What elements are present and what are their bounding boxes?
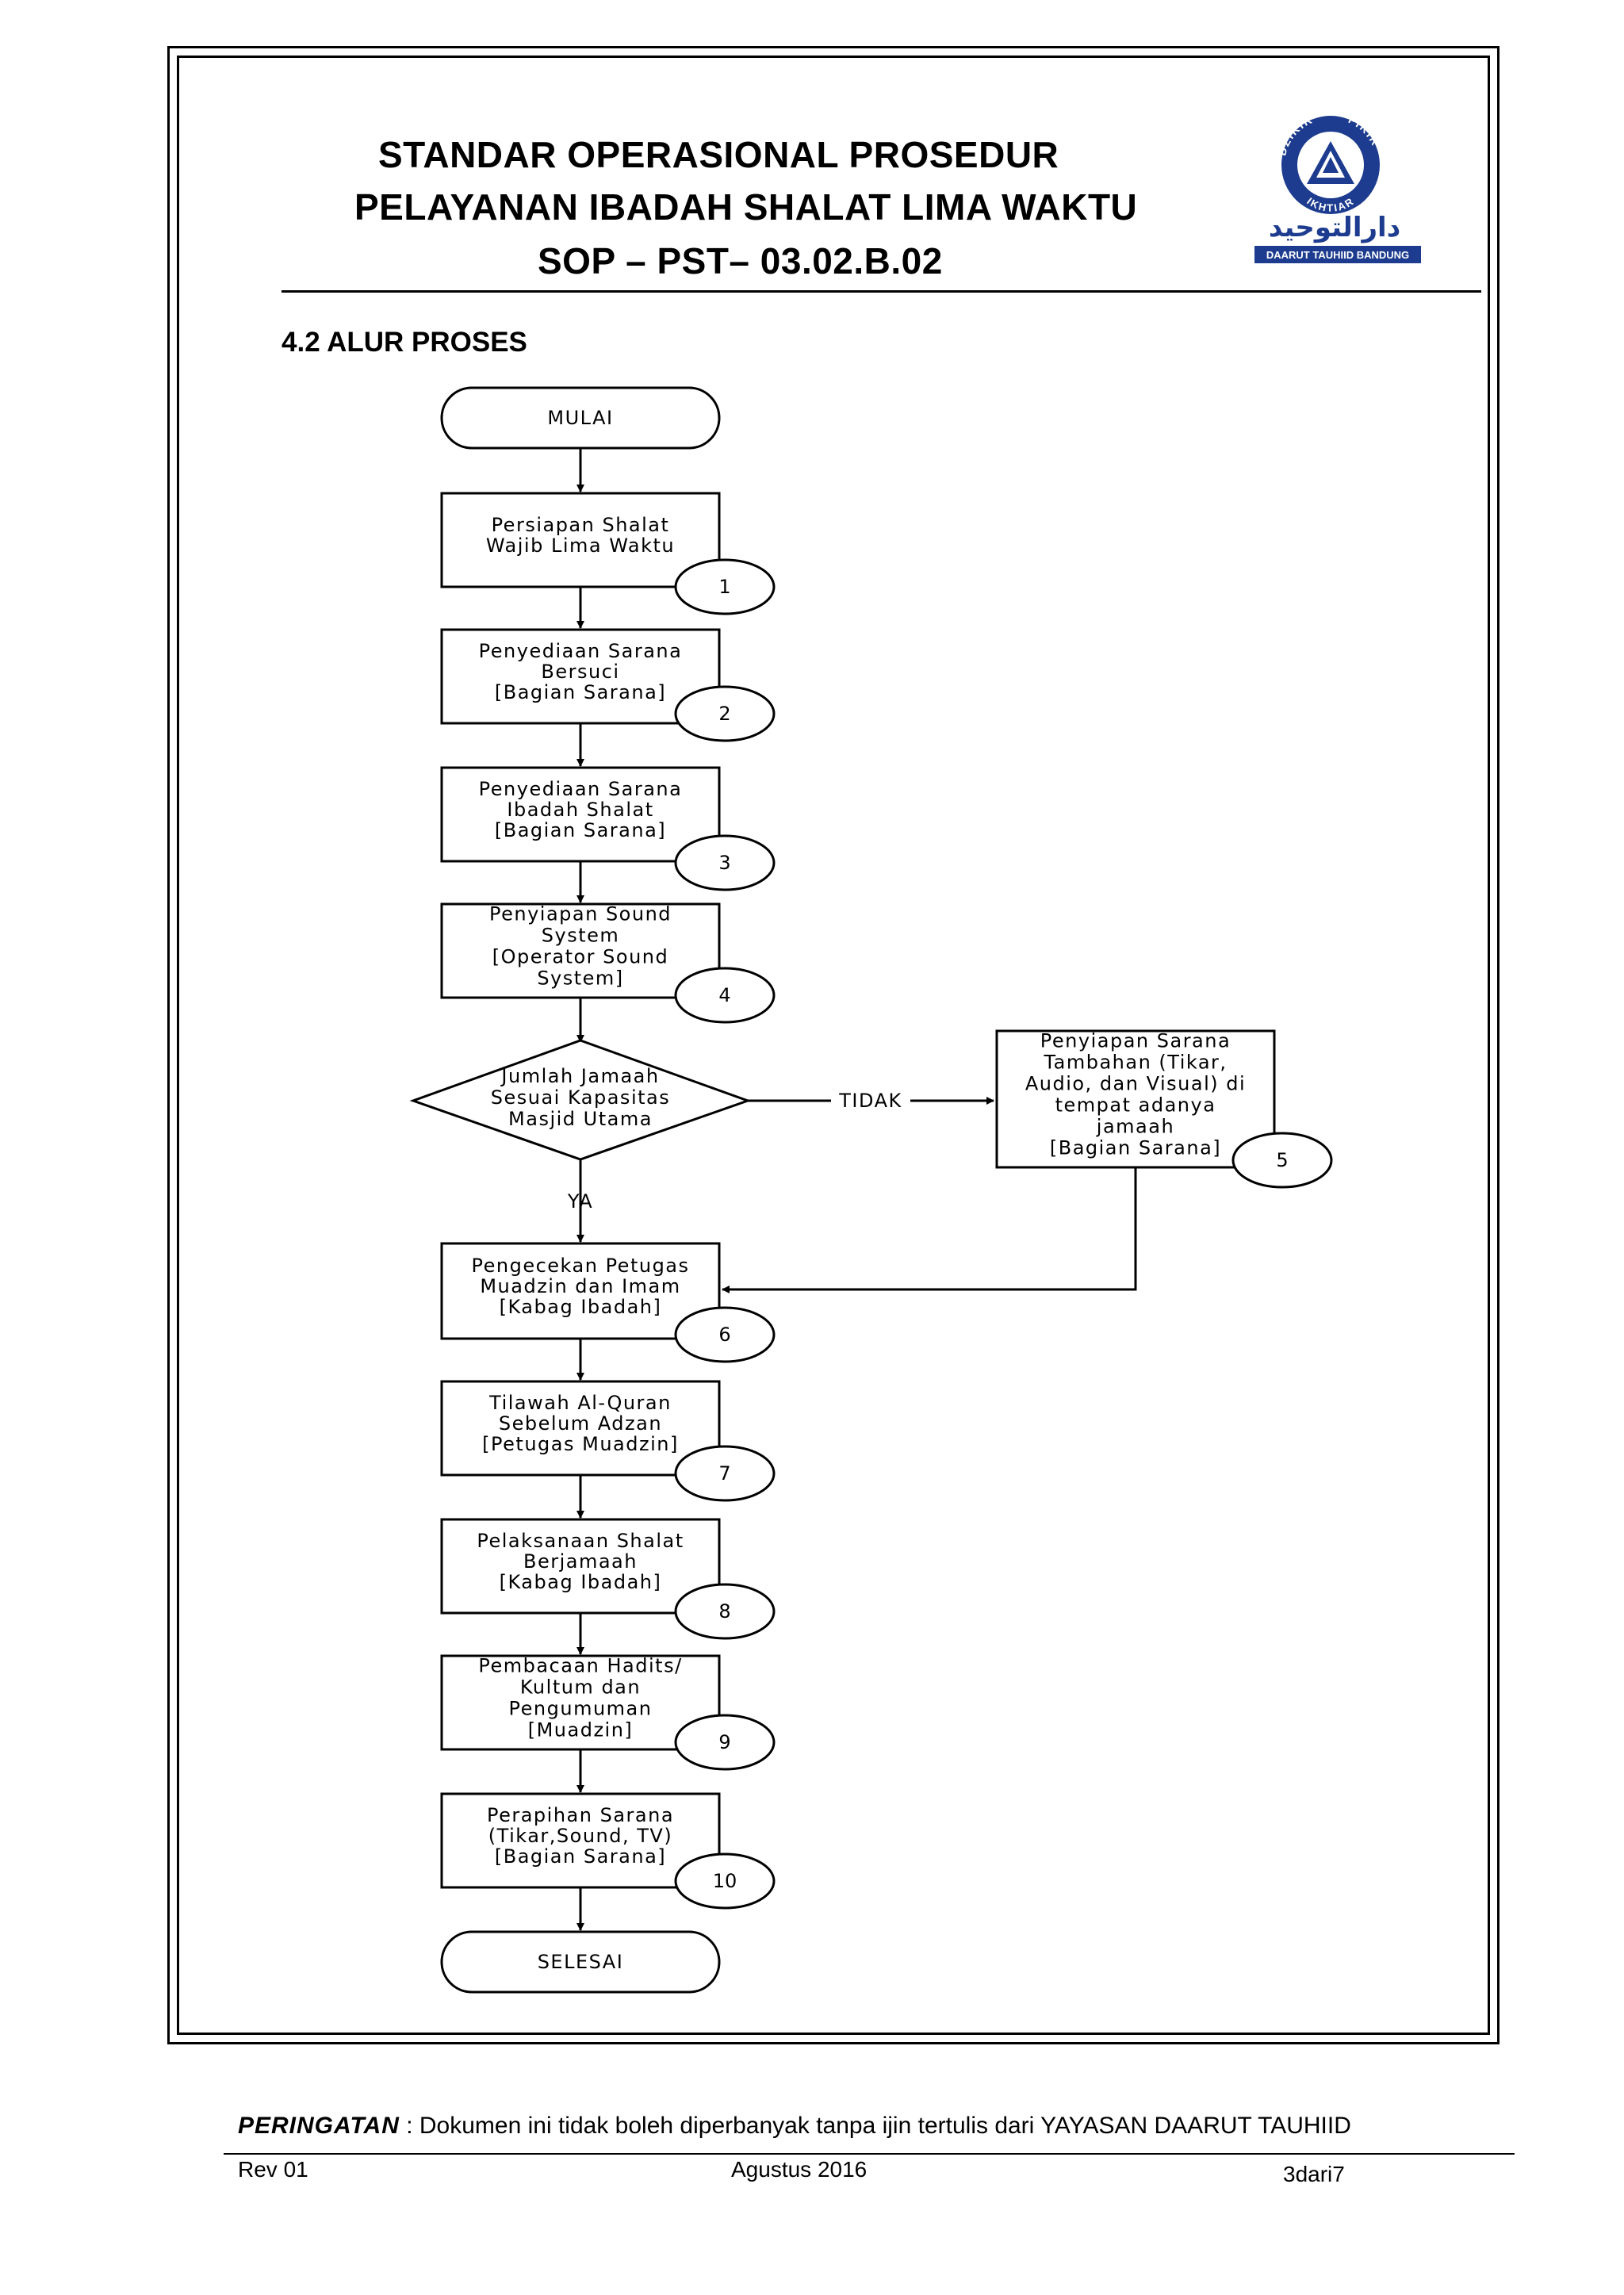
step-4-text-line-4: System] [537,967,623,990]
step-7-badge [674,1445,776,1502]
step-5-badge [1231,1132,1333,1189]
decision-diamond [409,1039,752,1161]
no-label-bg [831,1088,910,1113]
step-5-box [995,1029,1276,1169]
logo-caption: DAARUT TAUHIID BANDUNG [1266,249,1409,261]
step-6-box [440,1242,721,1340]
footer-revision: Rev 01 [238,2157,308,2182]
step-8-text-line-2: Berjamaah [523,1550,638,1573]
sop-code: SOP – PST– 03.02.B.02 [538,240,943,282]
header-divider [282,290,1481,293]
arrow-step-5-to-step-6 [722,1167,1137,1293]
decision-text-line-1: Jumlah Jamaah [500,1065,659,1087]
step-9-text-line-1: Pembacaan Hadits/ [478,1655,682,1677]
step-9-text-line-3: Pengumuman [509,1698,653,1720]
step-9-text-line-4: [Muadzin] [528,1719,634,1741]
logo-arabic-text: دارالتوحيد [1269,212,1400,243]
footer-page-number: 3dari7 [1283,2162,1345,2186]
step-3-badge [674,834,776,891]
step-8-number: 8 [718,1600,730,1623]
step-7-text-line-1: Tilawah Al-Quran [488,1392,672,1414]
step-1-box [440,492,721,588]
step-7-text-line-2: Sebelum Adzan [499,1412,662,1435]
step-6-badge [674,1306,776,1363]
step-4-box [440,902,721,999]
step-2-badge [674,685,776,742]
decision-text-line-3: Masjid Utama [508,1108,653,1130]
step-3-text-line-1: Penyediaan Sarana [479,778,683,800]
decision-no-label: TIDAK [838,1090,902,1112]
step-6-number: 6 [718,1324,730,1346]
step-6-text-line-2: Muadzin dan Imam [480,1275,680,1297]
step-6-text-line-1: Pengecekan Petugas [471,1255,689,1277]
step-9-text-line-2: Kultum dan [520,1676,641,1699]
document-title-line1: STANDAR OPERASIONAL PROSEDUR [378,134,1059,175]
step-8-text-line-1: Pelaksanaan Shalat [477,1530,684,1552]
step-5-text-line-2: Tambahan (Tikar, [1043,1052,1227,1074]
end-terminal-shape [440,1930,721,1994]
end-terminal-label: SELESAI [538,1951,624,1973]
step-4-badge [674,967,776,1024]
step-3-text-line-2: Ibadah Shalat [507,799,653,821]
step-5-text-line-5: jamaah [1096,1116,1174,1138]
start-terminal-label: MULAI [547,407,613,429]
step-10-box [440,1792,721,1889]
step-1-text-line-2: Wajib Lima Waktu [486,534,675,557]
step-10-number: 10 [713,1870,737,1892]
step-8-box [440,1518,721,1615]
step-3-box [440,766,721,863]
step-1-text-line-1: Persiapan Shalat [492,514,670,536]
section-title: 4.2 ALUR PROSES [282,327,527,358]
step-10-text-line-2: (Tikar,Sound, TV) [488,1825,672,1847]
step-4-text-line-2: System [542,925,620,947]
step-8-text-line-3: [Kabag Ibadah] [500,1571,662,1593]
step-5-number: 5 [1276,1149,1288,1171]
step-3-text-line-3: [Bagian Sarana] [495,819,666,841]
footer-warning: PERINGATAN : Dokumen ini tidak boleh dip… [238,2113,1351,2140]
page-border-outer [167,46,1500,2044]
daarut-tauhiid-logo: DZIKIR FIKIR IKHTIAR دارالتوحيد DAARUT T… [1251,111,1426,270]
document-title-line2: PELAYANAN IBADAH SHALAT LIMA WAKTU [354,186,1138,228]
step-2-text-line-3: [Bagian Sarana] [495,681,666,703]
step-7-text-line-3: [Petugas Muadzin] [482,1433,679,1455]
step-1-badge [674,558,776,615]
step-4-text-line-1: Penyiapan Sound [489,903,672,925]
step-10-badge [674,1852,776,1910]
warning-text: : Dokumen ini tidak boleh diperbanyak ta… [399,2113,1351,2139]
decision-yes-label: YA [567,1190,593,1213]
decision-text-line-2: Sesuai Kapasitas [491,1086,670,1109]
step-5-text-line-1: Penyiapan Sarana [1040,1030,1231,1052]
step-7-number: 7 [718,1462,730,1485]
step-2-text-line-1: Penyediaan Sarana [479,640,683,662]
warning-label: PERINGATAN [238,2113,400,2139]
step-1-number: 1 [718,576,730,598]
step-9-number: 9 [718,1731,730,1753]
step-9-badge [674,1714,776,1771]
step-2-number: 2 [718,703,730,725]
footer-date: Agustus 2016 [731,2157,868,2182]
step-5-text-line-6: [Bagian Sarana] [1050,1137,1221,1159]
step-10-text-line-3: [Bagian Sarana] [495,1845,666,1868]
step-2-box [440,628,721,725]
step-7-box [440,1380,721,1477]
step-9-box [440,1654,721,1751]
footer-divider [224,2153,1515,2155]
step-2-text-line-2: Bersuci [541,661,619,683]
step-5-text-line-3: Audio, dan Visual) di [1025,1073,1246,1095]
step-10-text-line-1: Perapihan Sarana [487,1804,674,1826]
step-3-number: 3 [718,852,730,874]
step-4-text-line-3: [Operator Sound [492,946,669,968]
page-border-inner [177,56,1490,2035]
step-5-text-line-4: tempat adanya [1055,1094,1216,1117]
step-8-badge [674,1583,776,1640]
step-4-number: 4 [718,984,730,1006]
step-6-text-line-3: [Kabag Ibadah] [500,1296,662,1318]
